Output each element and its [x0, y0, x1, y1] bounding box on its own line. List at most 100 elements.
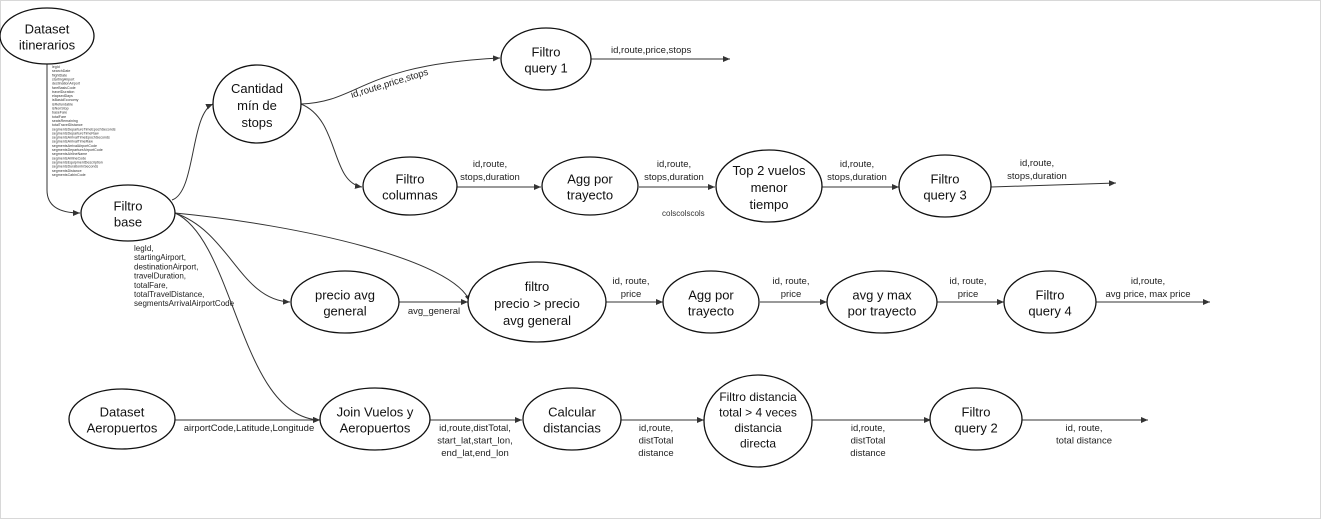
text-line: Filtro — [931, 172, 960, 187]
text-line: id,route, — [1131, 276, 1165, 287]
edge-itinerarios-to-filtro-base — [46, 64, 81, 216]
text-line: totalTravelDistance, — [134, 290, 204, 299]
text-line: Filtro — [962, 405, 991, 420]
text-line: distance — [850, 448, 885, 459]
text-line: isBasicEconomy — [52, 98, 79, 102]
text-line: flightDate — [52, 73, 67, 77]
label-q4-out: id,route,avg price, max price — [1105, 276, 1190, 300]
text-line: startingAirport — [52, 77, 74, 81]
label-join-to-calc: id,route,distTotal, start_lat,start_lon,e… — [437, 423, 513, 459]
label-q3-out: id,route,stops,duration — [1007, 158, 1067, 182]
text-line: seatsRemaining — [52, 119, 78, 123]
text-line: segmentsAirlineCode — [52, 156, 86, 160]
text-line: distTotal — [639, 436, 674, 447]
text-line: itinerarios — [19, 38, 76, 53]
stray-note: colscolscols — [662, 209, 705, 218]
text-line: Dataset — [100, 405, 145, 420]
text-line: por trayecto — [848, 304, 917, 319]
label-columnas-to-agg1: id,route,stops,duration — [460, 159, 520, 183]
label-aeropuertos-to-join: airportCode,Latitude,Longitude — [184, 423, 314, 434]
label-q2-out: id, route,total distance — [1056, 423, 1112, 447]
text-line: Dataset — [25, 22, 70, 37]
text-line: destinationAirport, — [134, 262, 198, 271]
text-line: Agg por — [567, 172, 613, 187]
text-line: general — [323, 304, 366, 319]
text-line: stops — [241, 115, 273, 130]
text-line: Calcular — [548, 405, 596, 420]
text-line: legId — [52, 65, 60, 69]
text-line: segmentsEquipmentDescription — [52, 160, 103, 164]
label-precio-to-agg2: id, route,price — [613, 276, 650, 300]
text-line: travelDuration — [52, 90, 74, 94]
text-line: menor — [751, 180, 789, 195]
text-line: Join Vuelos y — [337, 405, 414, 420]
text-line: segmentsDepartureTimeRaw — [52, 131, 99, 135]
text-line: avg general — [503, 313, 571, 328]
text-line: base — [114, 215, 142, 230]
text-line: end_lat,end_lon — [441, 448, 509, 459]
text-line: Aeropuertos — [340, 421, 411, 436]
text-line: Aeropuertos — [87, 421, 158, 436]
text-line: start_lat,start_lon, — [437, 436, 513, 447]
label-q1-out: id,route,price,stops — [611, 45, 692, 56]
text-line: Top 2 vuelos — [733, 163, 806, 178]
text-line: query 1 — [524, 61, 567, 76]
edge-q3-out — [990, 180, 1117, 188]
text-line: Agg por — [688, 288, 734, 303]
text-line: stops,duration — [827, 172, 887, 183]
text-line: Filtro — [1036, 288, 1065, 303]
edge-filtro-base-to-precio-avg — [174, 212, 291, 305]
label-avg-general: avg_general — [408, 306, 460, 317]
text-line: precio avg — [315, 288, 375, 303]
text-line: totalTravelDistance — [52, 123, 83, 127]
text-line: segmentsArrivalAirportCode — [134, 299, 235, 308]
text-line: Filtro — [532, 45, 561, 60]
text-line: price — [781, 289, 802, 300]
text-line: query 4 — [1028, 304, 1071, 319]
text-line: totalFare, — [134, 281, 168, 290]
text-line: query 2 — [954, 421, 997, 436]
text-line: Cantidad — [231, 81, 283, 96]
text-line: legId, — [134, 244, 154, 253]
text-line: baseFare — [52, 111, 67, 115]
text-line: segmentsDurationInSeconds — [52, 165, 98, 169]
text-line: precio > precio — [494, 296, 580, 311]
text-line: price — [958, 289, 979, 300]
text-line: id,route,distTotal, — [439, 423, 511, 434]
text-line: id, route, — [950, 276, 987, 287]
edge-min-stops-to-q1 — [300, 55, 501, 105]
text-line: segmentsArrivalAirportCode — [52, 144, 97, 148]
text-line: totalFare — [52, 115, 66, 119]
label-top2-to-q3: id,route, stops,duration — [827, 159, 887, 183]
text-line: isNonStop — [52, 107, 69, 111]
text-line: stops,duration — [460, 172, 520, 183]
text-line: fareBasisCode — [52, 86, 76, 90]
text-line: price — [621, 289, 642, 300]
label-avgmax-to-q4: id, route, price — [950, 276, 987, 300]
text-line: id,route, — [840, 159, 874, 170]
text-line: segmentsArrivalTimeEpochSeconds — [52, 136, 110, 140]
text-line: Filtro distancia — [719, 390, 797, 404]
